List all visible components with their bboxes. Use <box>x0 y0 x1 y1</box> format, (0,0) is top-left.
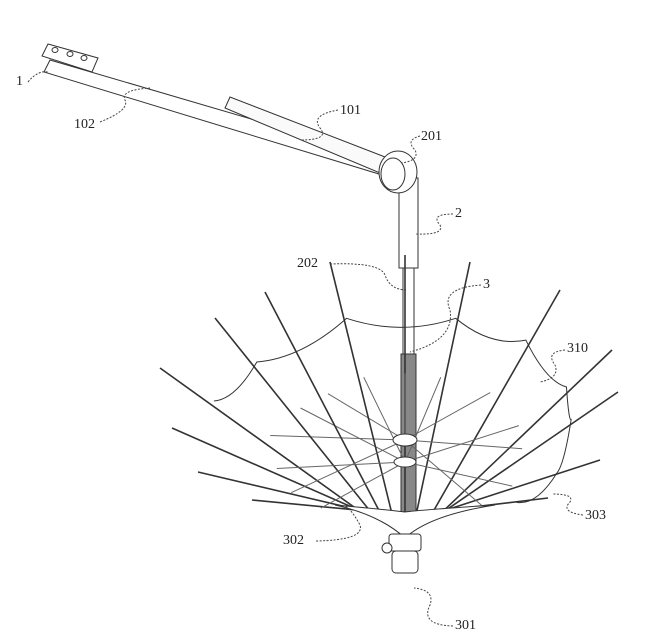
leader-303 <box>551 493 584 516</box>
label-202: 202 <box>297 256 318 271</box>
leader-lines <box>27 71 584 627</box>
base-cup <box>391 550 419 574</box>
leader-1 <box>27 71 49 83</box>
canopy-frame <box>159 255 619 513</box>
rib-11 <box>171 427 364 513</box>
rib-8 <box>442 391 619 513</box>
label-301: 301 <box>455 618 476 633</box>
label-303: 303 <box>585 508 606 523</box>
stretcher-12 <box>290 439 406 494</box>
stretcher-8 <box>404 439 523 450</box>
leader-301 <box>413 587 454 627</box>
leader-3 <box>409 284 482 353</box>
canopy-edge <box>213 317 572 504</box>
stretcher-13 <box>320 461 406 509</box>
handle-rod <box>43 59 399 179</box>
leader-302 <box>315 505 361 542</box>
label-101: 101 <box>340 103 361 118</box>
stretcher-9 <box>404 461 513 487</box>
label-310: 310 <box>567 341 588 356</box>
stretcher-3 <box>363 376 406 463</box>
leader-102 <box>99 87 151 123</box>
rib-6 <box>432 289 561 513</box>
base-assembly <box>334 504 496 574</box>
handle-assembly <box>41 43 419 525</box>
rib-7 <box>441 349 613 513</box>
label-2: 2 <box>455 206 462 221</box>
grip-hole-2 <box>66 51 74 57</box>
stretcher-0 <box>270 435 406 441</box>
stretcher-2 <box>327 393 406 441</box>
label-102: 102 <box>74 117 95 132</box>
stretcher-11 <box>276 461 406 469</box>
rib-0 <box>159 367 362 513</box>
leader-202 <box>329 263 408 291</box>
rib-1 <box>214 317 372 513</box>
leader-101 <box>299 109 339 141</box>
leader-310 <box>539 349 566 383</box>
label-1: 1 <box>16 74 23 89</box>
leader-2 <box>415 213 454 235</box>
stretcher-5 <box>404 377 442 463</box>
base-collar <box>388 533 422 552</box>
rib-3 <box>329 261 393 513</box>
label-302: 302 <box>283 533 304 548</box>
stretcher-10 <box>404 439 484 508</box>
label-201: 201 <box>421 129 442 144</box>
funnel <box>334 504 496 539</box>
lower-hub <box>393 456 417 468</box>
rib-5 <box>415 261 471 513</box>
rib-9 <box>439 459 601 513</box>
joint-face <box>380 157 406 191</box>
grip-hole-1 <box>51 47 59 53</box>
grip-hole-3 <box>80 55 88 61</box>
rib-2 <box>264 291 381 513</box>
leader-201 <box>401 135 421 164</box>
base-pin <box>381 542 393 554</box>
label-3: 3 <box>483 277 490 292</box>
upper-hub <box>392 433 418 447</box>
stretcher-1 <box>300 407 406 463</box>
handle-sleeve <box>224 96 399 179</box>
stretcher-6 <box>404 392 491 441</box>
